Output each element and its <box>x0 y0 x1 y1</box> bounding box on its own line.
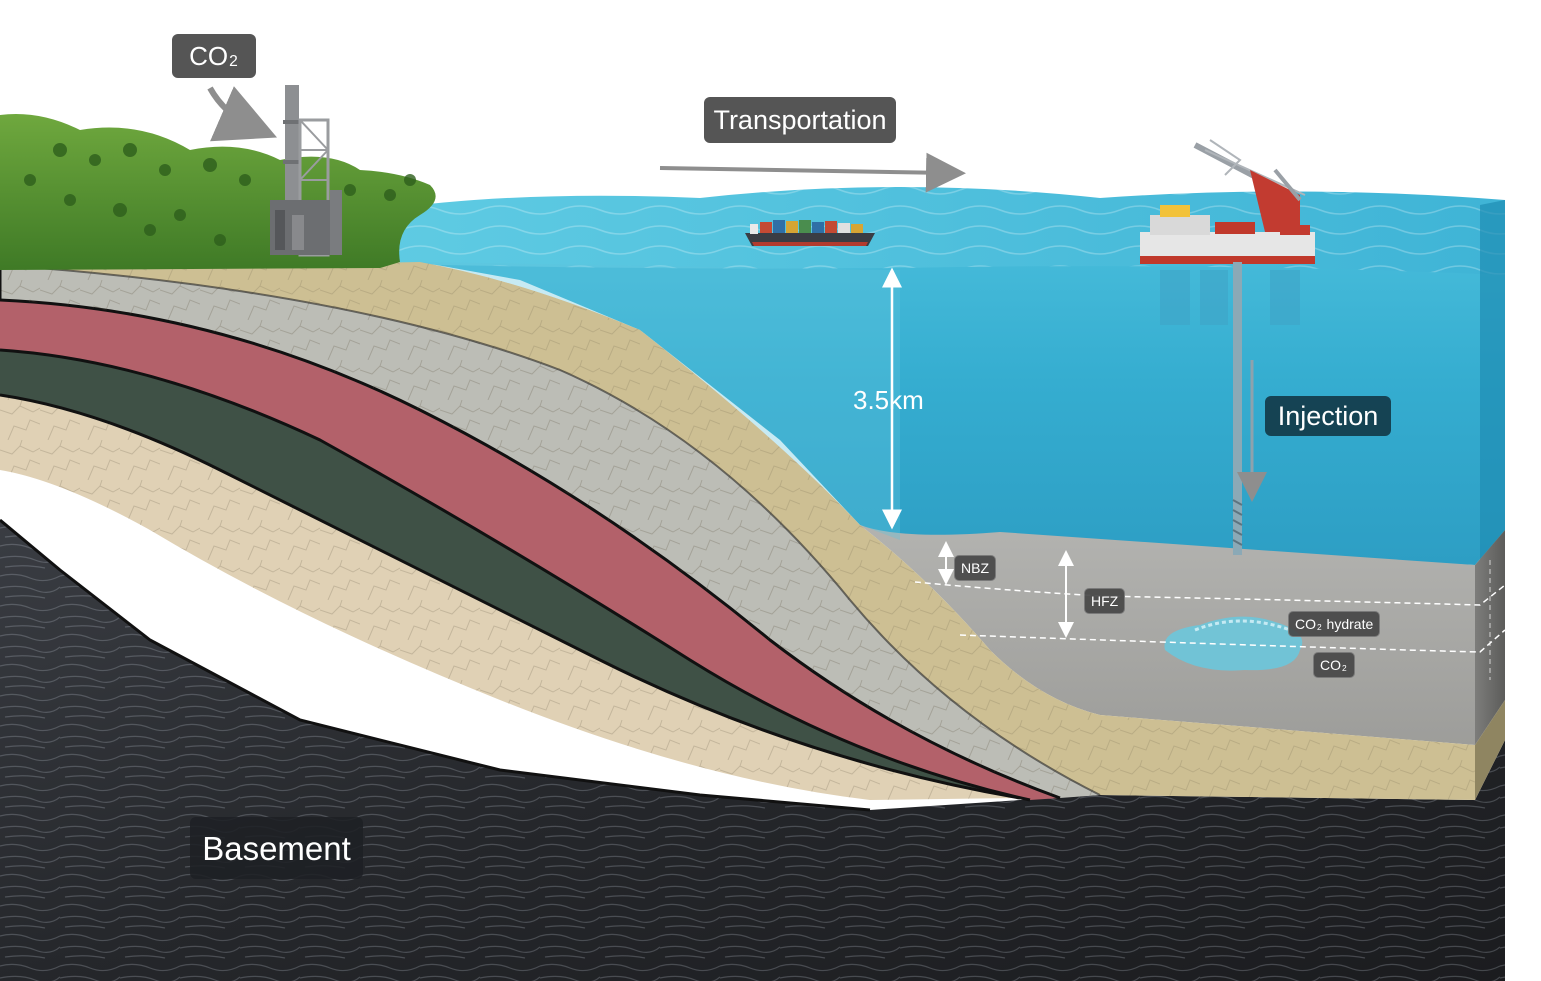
co2-arrow <box>207 86 278 142</box>
co2-hydrate-main: CO <box>1295 616 1316 632</box>
basement-label: Basement <box>190 817 363 879</box>
co2-pool-sub: 2 <box>1342 662 1347 673</box>
co2-hydrate-sub: 2 <box>1317 621 1322 632</box>
transportation-arrow <box>659 152 966 193</box>
industrial-plant-icon <box>270 85 342 257</box>
co2-plume <box>1164 616 1303 671</box>
hfz-boundary-line <box>959 629 1506 653</box>
co2-source-main: CO <box>189 41 229 71</box>
injection-label: Injection <box>1265 396 1391 436</box>
co2-hydrate-rest: hydrate <box>1322 616 1374 632</box>
vegetated-hill <box>0 114 436 270</box>
injection-pipe-icon <box>1232 262 1243 555</box>
co2-source-sub: 2 <box>229 52 238 70</box>
cargo-ship-icon <box>745 220 875 246</box>
depth-label: 3.5km <box>853 385 924 415</box>
seafloor-sediment <box>860 525 1475 745</box>
co2-pool-main: CO <box>1320 657 1341 673</box>
nbz-label: NBZ <box>954 555 996 581</box>
nbz-boundary-line <box>914 581 1506 606</box>
layer-dark-green <box>0 350 1030 800</box>
hfz-text: HFZ <box>1091 593 1119 609</box>
nbz-text: NBZ <box>961 560 989 576</box>
basement-text: Basement <box>202 829 351 867</box>
layer-red <box>0 300 1060 800</box>
hfz-label: HFZ <box>1084 588 1126 614</box>
transportation-label: Transportation <box>704 97 896 143</box>
offshore-crane-platform-icon <box>1140 139 1315 325</box>
injection-text: Injection <box>1277 400 1379 431</box>
transportation-text: Transportation <box>713 104 887 135</box>
